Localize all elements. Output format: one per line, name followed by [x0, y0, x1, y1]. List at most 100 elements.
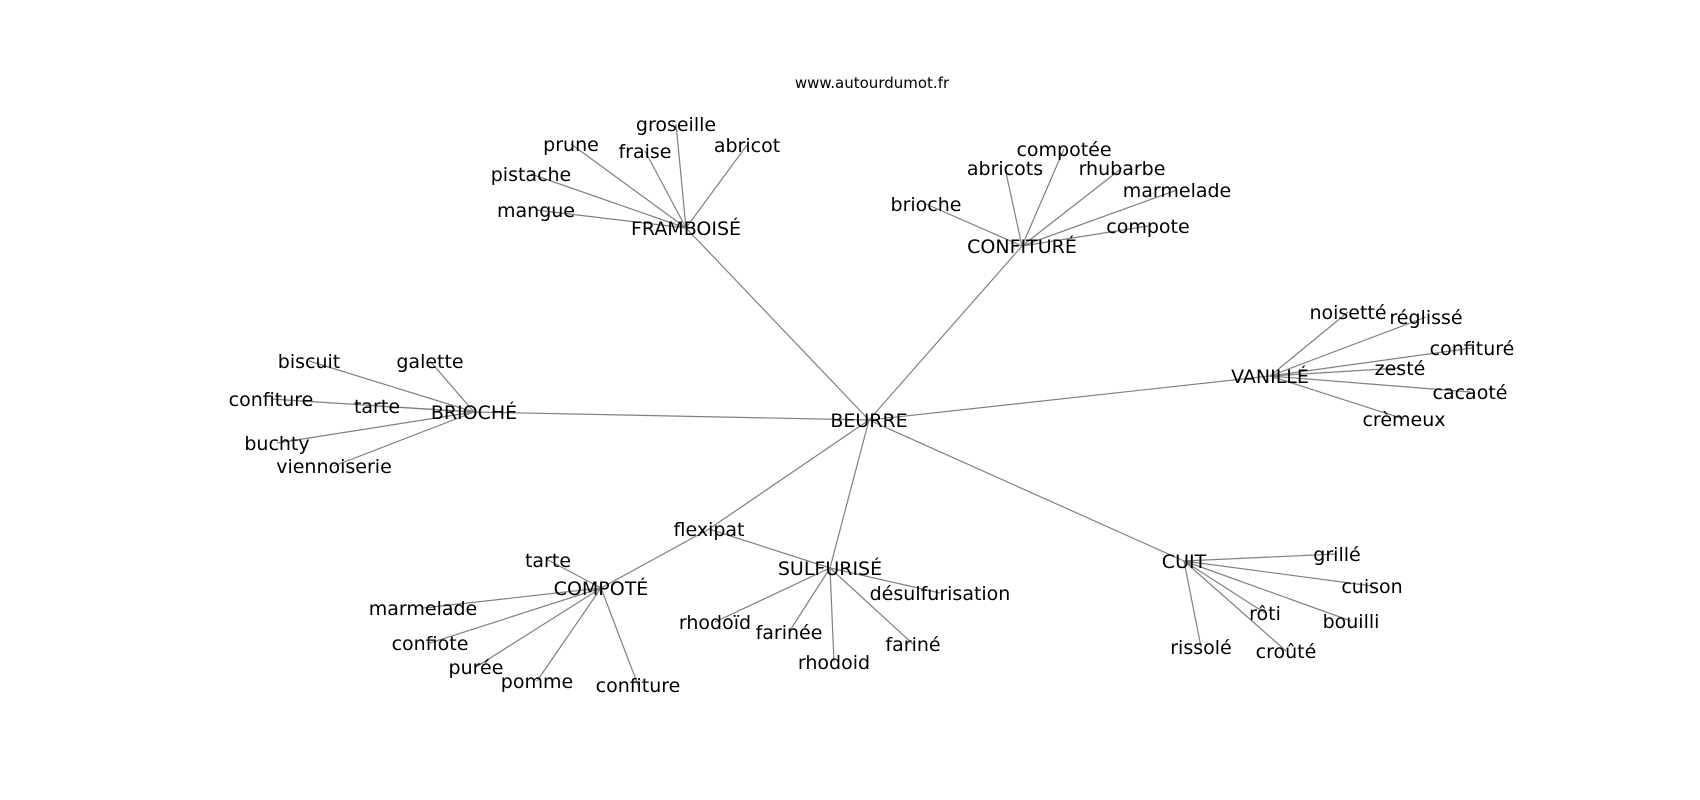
hub-node-vanille: VANILLÉ [1231, 365, 1309, 388]
edge-framboise-leaf [685, 144, 748, 229]
leaf-node-cuit: grillé [1313, 544, 1360, 566]
edge-brioche-leaf [376, 405, 475, 413]
graph-edges [270, 123, 1473, 686]
edge-brioche-leaf [429, 360, 475, 413]
edge-vanille-leaf [1269, 316, 1427, 377]
leaf-node-framboise: fraise [618, 141, 671, 163]
hub-node-confiture: CONFITURÉ [967, 235, 1077, 258]
edge-framboise-leaf [570, 143, 687, 229]
leaf-node-framboise: pistache [491, 164, 572, 186]
leaf-node-vanille: crèmeux [1362, 409, 1445, 431]
edge-compote-leaf [536, 587, 602, 682]
edge-cuit-leaf [1183, 560, 1287, 652]
leaf-node-compote: pomme [501, 671, 573, 693]
edge-brioche-leaf [333, 411, 475, 467]
edge-confiture-leaf [1004, 167, 1023, 247]
edge-root-brioche [473, 411, 870, 421]
leaf-node-brioche: biscuit [278, 351, 340, 373]
hub-node-compote: COMPOTÉ [554, 577, 649, 600]
edge-root-vanille [868, 375, 1271, 421]
leaf-node-compote: confiture [596, 675, 681, 697]
edge-extra-1 [600, 528, 710, 589]
edge-brioche-leaf [276, 411, 475, 444]
root-node: BEURRE [830, 410, 907, 432]
leaf-node-confiture: brioche [891, 194, 962, 216]
leaf-node-vanille: réglissé [1389, 307, 1462, 329]
leaf-node-framboise: prune [543, 134, 599, 156]
leaf-node-sulfurise: rhodoïd [679, 612, 751, 634]
leaf-node-confiture: marmelade [1123, 180, 1232, 202]
edge-cuit-leaf [1183, 553, 1338, 562]
leaf-node-compote: confiote [392, 633, 469, 655]
edge-confiture-leaf [1021, 225, 1149, 247]
edge-framboise-leaf [675, 123, 687, 229]
leaf-node-confiture: rhubarbe [1079, 158, 1166, 180]
hub-node-cuit: CUIT [1162, 551, 1207, 573]
leaf-node-framboise: mangue [497, 200, 575, 222]
edge-framboise-leaf [535, 209, 687, 229]
hub-node-framboise: FRAMBOISÉ [631, 217, 741, 240]
edge-vanille-leaf [1269, 347, 1473, 377]
leaf-node-cuit: rôti [1249, 603, 1281, 625]
leaf-node-vanille: noisetté [1309, 302, 1386, 324]
edge-cuit-leaf [1183, 560, 1373, 587]
edge-extra-0 [708, 419, 870, 530]
edge-sulfurise-leaf [788, 567, 831, 633]
leaf-node-cuit: cuison [1341, 576, 1402, 598]
leaf-node-confiture: abricots [967, 158, 1043, 180]
leaf-node-confiture: compotée [1016, 139, 1111, 161]
edge-cuit-leaf [1183, 560, 1266, 614]
edge-cuit-leaf [1183, 560, 1352, 622]
edge-root-confiture [868, 245, 1023, 421]
edge-sulfurise-leaf [708, 528, 831, 569]
edge-vanille-leaf [1269, 375, 1405, 420]
leaf-node-brioche: viennoiserie [276, 456, 392, 478]
edge-sulfurise-leaf [714, 567, 831, 623]
leaf-node-compote: tarte [525, 550, 571, 572]
leaf-node-cuit: rissolé [1170, 637, 1231, 659]
leaf-node-confiture: compote [1106, 216, 1189, 238]
leaf-node-sulfurise: fariné [885, 634, 940, 656]
edge-compote-leaf [600, 587, 639, 686]
leaf-node-sulfurise: farinée [756, 622, 823, 644]
edge-vanille-leaf [1269, 375, 1471, 393]
edge-sulfurise-leaf [829, 567, 941, 594]
edge-compote-leaf [547, 559, 602, 589]
leaf-node-sulfurise: flexipat [674, 519, 745, 541]
edge-root-sulfurise [829, 419, 870, 569]
leaf-node-framboise: abricot [714, 135, 780, 157]
edge-compote-leaf [475, 587, 602, 668]
edge-compote-leaf [422, 587, 602, 609]
hub-node-sulfurise: SULFURISÉ [778, 557, 882, 580]
edge-sulfurise-leaf [829, 567, 914, 645]
edge-framboise-leaf [644, 150, 687, 229]
edge-confiture-leaf [1021, 167, 1123, 247]
edge-root-framboise [685, 227, 870, 421]
leaf-node-compote: purée [449, 657, 504, 679]
edge-sulfurise-leaf [829, 567, 835, 663]
edge-compote-leaf [429, 587, 602, 644]
leaf-node-brioche: buchty [244, 433, 309, 455]
edge-confiture-leaf [925, 203, 1023, 247]
leaf-node-vanille: cacaoté [1433, 382, 1508, 404]
leaf-node-cuit: bouilli [1323, 611, 1380, 633]
edge-confiture-leaf [1021, 148, 1065, 247]
edge-root-cuit [868, 419, 1185, 562]
edge-vanille-leaf [1269, 311, 1349, 377]
leaf-node-vanille: confituré [1430, 338, 1515, 360]
leaf-node-framboise: groseille [636, 114, 716, 136]
graph-labels: www.autourdumot.fr groseille prune fraise a… [229, 74, 1515, 697]
leaf-node-brioche: tarte [354, 396, 400, 418]
leaf-node-sulfurise: rhodoid [798, 652, 870, 674]
edge-confiture-leaf [1021, 189, 1178, 247]
leaf-node-vanille: zesté [1375, 358, 1426, 380]
hub-node-brioche: BRIOCHÉ [431, 401, 517, 424]
leaf-node-compote: marmelade [369, 598, 478, 620]
leaf-node-sulfurise: désulfurisation [870, 583, 1011, 605]
edge-framboise-leaf [530, 173, 687, 229]
edge-brioche-leaf [308, 360, 475, 413]
source-label: www.autourdumot.fr [795, 74, 950, 92]
leaf-node-cuit: croûté [1256, 641, 1317, 663]
leaf-node-brioche: confiture [229, 389, 314, 411]
